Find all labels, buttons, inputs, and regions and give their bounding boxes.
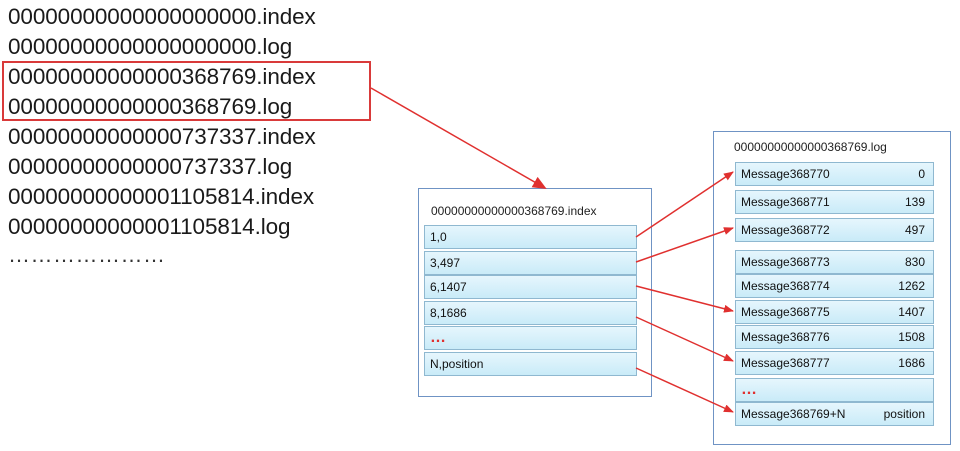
more-files-ellipsis: ………………… (8, 242, 166, 267)
log-entry: Message368775 1407 (735, 300, 934, 324)
index-entry-ellipsis: … (424, 326, 637, 350)
log-message: Message368773 (741, 255, 830, 269)
file-name: 00000000000001105814.index (8, 184, 315, 209)
log-position: 1686 (898, 356, 925, 370)
log-file-title: 00000000000000368769.log (734, 140, 887, 154)
log-message: … (741, 381, 758, 398)
index-entry: 3,497 (424, 251, 637, 275)
file-name: 00000000000000000000.index (8, 4, 316, 29)
file-name: 00000000000000368769.index (8, 64, 316, 89)
log-entry: Message368774 1262 (735, 274, 934, 298)
log-message: Message368769+N (741, 407, 846, 421)
index-file-panel: 00000000000000368769.index 1,0 3,497 6,1… (418, 188, 652, 397)
log-position: 1262 (898, 279, 925, 293)
log-message: Message368774 (741, 279, 830, 293)
log-entry-ellipsis: … (735, 378, 934, 402)
log-entry: Message368777 1686 (735, 351, 934, 375)
selected-segment-highlight (2, 61, 371, 121)
file-name: 00000000000000368769.log (8, 94, 293, 119)
log-position: 0 (918, 167, 925, 181)
log-entry: Message368772 497 (735, 218, 934, 242)
log-entry: Message368771 139 (735, 190, 934, 214)
index-entry: N,position (424, 352, 637, 376)
file-name: 00000000000001105814.log (8, 214, 291, 239)
index-file-title: 00000000000000368769.index (431, 204, 597, 218)
log-position: 830 (904, 255, 925, 269)
log-message: Message368772 (741, 223, 830, 237)
file-name: 00000000000000737337.index (8, 124, 316, 149)
log-file-panel: 00000000000000368769.log Message368770 0… (713, 131, 951, 445)
log-position: 1508 (898, 330, 925, 344)
log-position: 497 (904, 223, 925, 237)
log-message: Message368775 (741, 305, 830, 319)
log-position: 139 (904, 195, 925, 209)
log-entry: Message368776 1508 (735, 325, 934, 349)
index-entry: 6,1407 (424, 275, 637, 299)
log-entry: Message368769+N position (735, 402, 934, 426)
log-message: Message368777 (741, 356, 830, 370)
log-position: position (883, 407, 925, 421)
file-name: 00000000000000737337.log (8, 154, 293, 179)
index-entry: 1,0 (424, 225, 637, 249)
index-entry: 8,1686 (424, 301, 637, 325)
log-message: Message368771 (741, 195, 830, 209)
file-name: 00000000000000000000.log (8, 34, 293, 59)
log-entry: Message368770 0 (735, 162, 934, 186)
log-message: Message368770 (741, 167, 830, 181)
segment-to-index-arrow (370, 87, 547, 189)
log-entry: Message368773 830 (735, 250, 934, 274)
log-message: Message368776 (741, 330, 830, 344)
log-position: 1407 (898, 305, 925, 319)
